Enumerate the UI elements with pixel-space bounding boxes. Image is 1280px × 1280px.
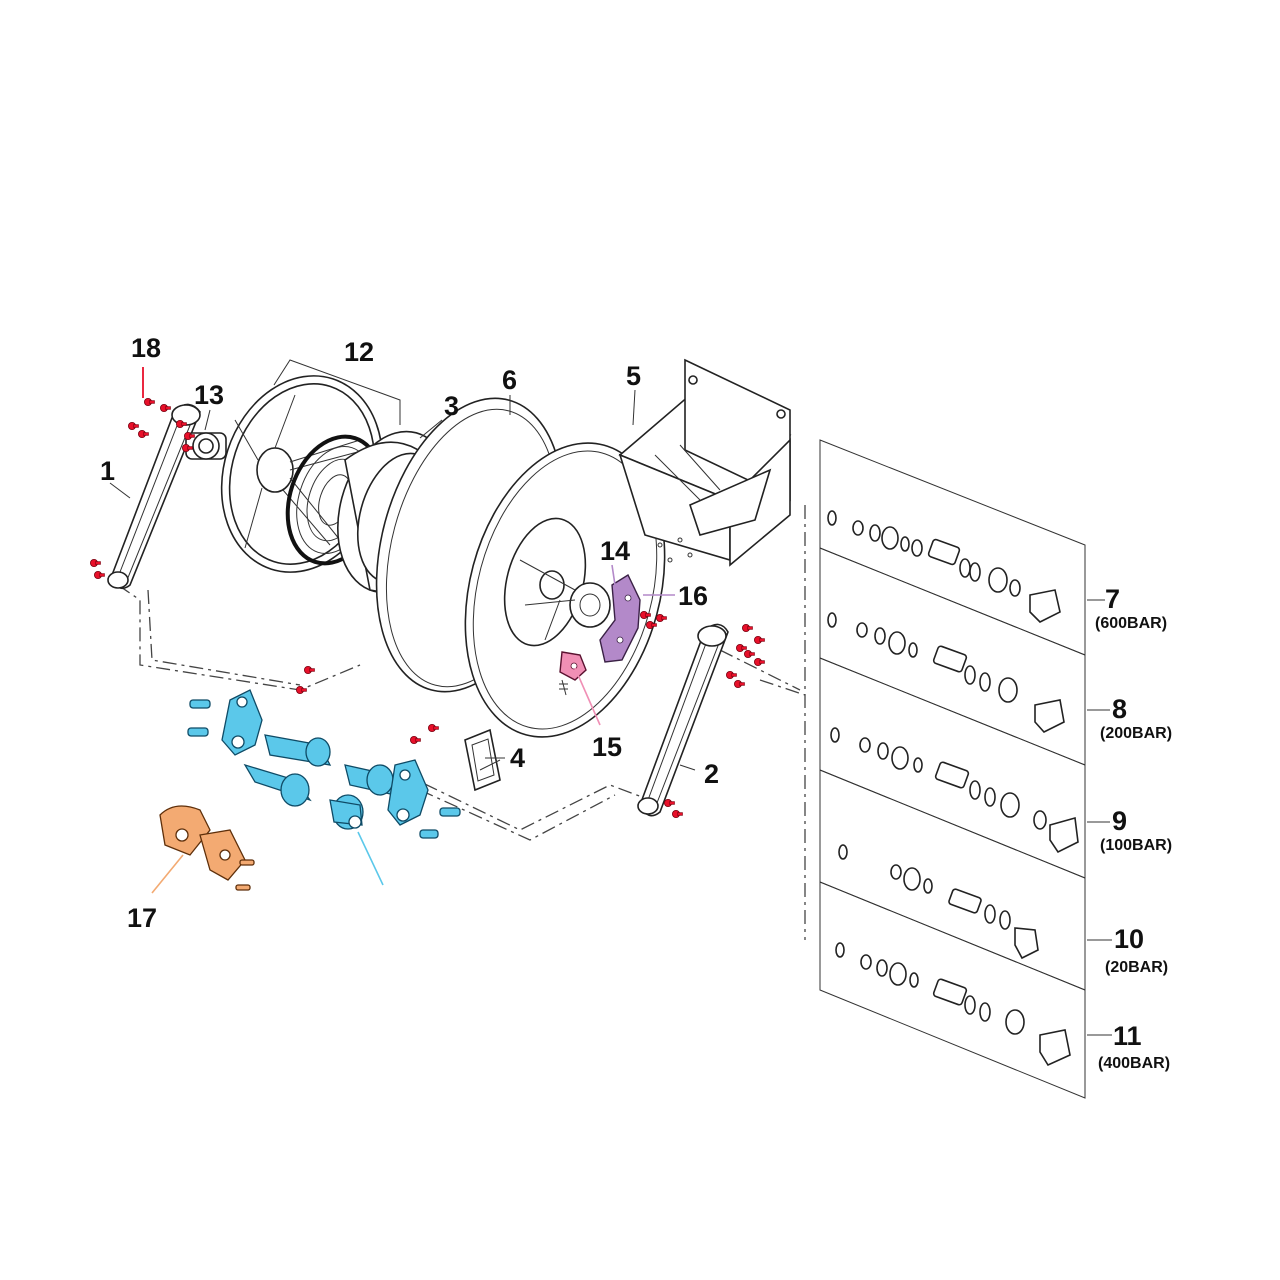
callout-5: 5 [626,361,641,391]
rating-11: (400BAR) [1098,1055,1170,1072]
callout-17: 17 [127,903,157,933]
latch-plate [599,573,641,663]
rating-8: (200BAR) [1100,725,1172,742]
crank-handle-left [107,403,201,590]
swivel-row-20bar [838,844,1039,960]
callout-14: 14 [600,536,630,566]
callout-11: 11 [1113,1021,1142,1051]
wall-bracket [618,358,792,567]
callout-13: 13 [194,380,224,410]
reel-front-flange [464,442,666,738]
callout-10: 10 [1114,924,1144,954]
callout-1: 1 [100,456,115,486]
assembly-guide-lines [117,505,806,940]
callouts: 1 2 3 4 5 6 7 (600BAR) 8 (200BAR) 9 (100… [100,333,1172,1072]
swivel-assembly-rows [827,510,1079,1067]
callout-4: 4 [510,743,525,773]
callout-6: 6 [502,365,517,395]
callout-18: 18 [131,333,161,363]
swing-arm-kit [187,689,461,839]
callout-2: 2 [704,759,719,789]
clamp-kit [159,805,255,891]
swivel-row-200bar [827,612,1065,733]
callout-16: 16 [678,581,708,611]
crank-handle-right [637,623,729,817]
rating-10: (20BAR) [1105,959,1168,976]
leader-lines [109,367,1112,1036]
callout-8: 8 [1112,694,1127,724]
pawl [559,651,587,696]
swivel-row-400bar [835,942,1071,1067]
callout-12: 12 [344,337,374,367]
drive-hub [185,432,227,460]
rating-9: (100BAR) [1100,837,1172,854]
rating-7: (600BAR) [1095,615,1167,632]
callout-7: 7 [1105,584,1120,614]
swivel-row-600bar [827,510,1061,623]
callout-3: 3 [444,391,459,421]
callout-9: 9 [1112,806,1127,836]
hose-guide [464,728,501,792]
callout-15: 15 [592,732,622,762]
swivel-row-100bar [830,727,1079,854]
swivel-kit-panels [819,439,1086,1099]
